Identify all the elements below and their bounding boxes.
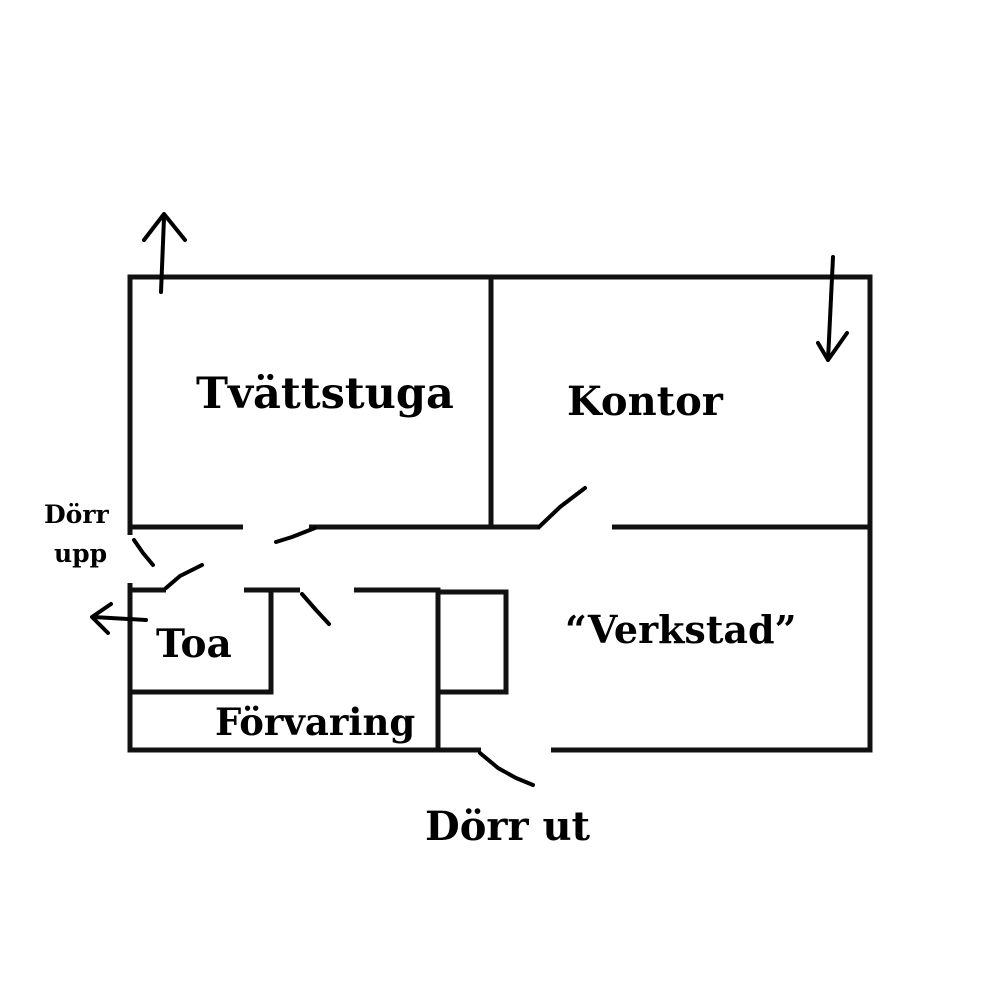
gap-kontor-door <box>540 519 612 535</box>
arrow-down-icon <box>816 255 849 362</box>
gap-toa-door <box>166 582 244 598</box>
door-up-label-line2: upp <box>54 539 107 568</box>
room-label-kontor: Kontor <box>567 378 724 425</box>
arrow-left-icon <box>90 602 148 635</box>
walls <box>127 274 873 753</box>
room-label-toa: Toa <box>156 621 232 667</box>
room-label-forvaring: Förvaring <box>215 700 415 744</box>
gap-main-door <box>481 742 551 758</box>
door-swing-main <box>478 751 535 787</box>
labels: Tvättstuga Kontor Toa Förvaring “Verksta… <box>44 369 796 850</box>
door-up-label-line1: Dörr <box>44 500 110 529</box>
door-swings <box>132 486 587 787</box>
gap-stair-door <box>122 535 138 583</box>
wall-small-closet <box>435 589 509 695</box>
door-swing-stair <box>132 538 155 567</box>
door-swing-storage <box>300 592 331 626</box>
arrows <box>90 212 849 635</box>
room-label-tvattstuga: Tvättstuga <box>196 369 454 419</box>
door-swing-tvattstuga <box>274 526 317 544</box>
room-label-verkstad: “Verkstad” <box>565 607 796 652</box>
door-out-label: Dörr ut <box>425 803 591 850</box>
arrow-up-icon <box>142 212 187 294</box>
door-swing-kontor <box>537 486 587 529</box>
gap-tvattstuga-door <box>243 519 309 535</box>
gap-storage-door <box>300 582 354 598</box>
door-gaps <box>122 519 612 758</box>
door-swing-toa <box>164 563 204 590</box>
